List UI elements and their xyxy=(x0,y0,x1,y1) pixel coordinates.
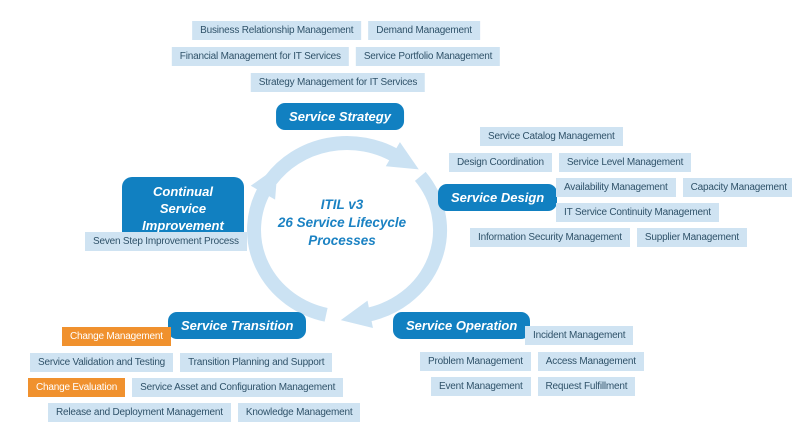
transition-row-3: Change Evaluation Service Asset and Conf… xyxy=(28,378,344,397)
transition-row-1: Change Management xyxy=(62,327,171,346)
operation-row-1: Incident Management xyxy=(525,326,634,345)
process-box-incident-management: Incident Management xyxy=(525,326,634,345)
design-row-1: Service Catalog Management xyxy=(480,127,623,146)
process-box-event-management: Event Management xyxy=(431,377,531,396)
design-row-3: Availability Management Capacity Managem… xyxy=(556,178,792,197)
process-box-service-catalog-management: Service Catalog Management xyxy=(480,127,623,146)
transition-row-4: Release and Deployment Management Knowle… xyxy=(48,403,361,422)
phase-title-service-design: Service Design xyxy=(438,184,558,211)
process-box-capacity-management: Capacity Management xyxy=(682,178,792,197)
phase-title-service-transition: Service Transition xyxy=(168,312,307,339)
process-box-service-asset-and-configuration-management: Service Asset and Configuration Manageme… xyxy=(132,378,344,397)
strategy-row-3: Strategy Management for IT Services xyxy=(250,73,426,92)
process-box-financial-management-for-it-services: Financial Management for IT Services xyxy=(171,47,349,66)
csi-row-1: Seven Step Improvement Process xyxy=(85,232,247,251)
process-box-design-coordination: Design Coordination xyxy=(449,153,552,172)
strategy-row-1: Business Relationship Management Demand … xyxy=(192,21,480,40)
process-box-problem-management: Problem Management xyxy=(420,352,531,371)
process-box-supplier-management: Supplier Management xyxy=(636,228,747,247)
process-box-change-evaluation: Change Evaluation xyxy=(28,378,126,397)
process-box-strategy-management-for-it-services: Strategy Management for IT Services xyxy=(250,73,426,92)
cycle-arrow-right xyxy=(340,171,448,329)
cycle-arrow-top xyxy=(265,136,419,185)
operation-row-2: Problem Management Access Management xyxy=(420,352,644,371)
process-box-service-level-management: Service Level Management xyxy=(558,153,692,172)
center-title-line2: 26 Service Lifecycle Processes xyxy=(277,215,407,249)
process-box-request-fulfillment: Request Fulfillment xyxy=(537,377,636,396)
process-box-access-management: Access Management xyxy=(537,352,644,371)
process-box-it-service-continuity-management: IT Service Continuity Management xyxy=(556,203,719,222)
design-row-4: IT Service Continuity Management xyxy=(556,203,719,222)
transition-row-2: Service Validation and Testing Transitio… xyxy=(30,353,333,372)
process-box-service-portfolio-management: Service Portfolio Management xyxy=(355,47,501,66)
strategy-row-2: Financial Management for IT Services Ser… xyxy=(171,47,501,66)
center-title-line1: ITIL v3 xyxy=(320,197,364,212)
phase-title-service-strategy: Service Strategy xyxy=(276,103,404,130)
process-box-release-and-deployment-management: Release and Deployment Management xyxy=(48,403,231,422)
cycle-arrow-left xyxy=(247,166,328,322)
phase-title-continual-service-improvement: Continual Service Improvement xyxy=(122,177,244,242)
design-row-5: Information Security Management Supplier… xyxy=(470,228,747,247)
process-box-information-security-management: Information Security Management xyxy=(470,228,630,247)
diagram-center-title: ITIL v3 26 Service Lifecycle Processes xyxy=(264,196,420,251)
process-box-transition-planning-and-support: Transition Planning and Support xyxy=(180,353,333,372)
process-box-seven-step-improvement-process: Seven Step Improvement Process xyxy=(85,232,247,251)
design-row-2: Design Coordination Service Level Manage… xyxy=(449,153,692,172)
process-box-availability-management: Availability Management xyxy=(556,178,676,197)
process-box-change-management: Change Management xyxy=(62,327,171,346)
process-box-service-validation-and-testing: Service Validation and Testing xyxy=(30,353,174,372)
process-box-knowledge-management: Knowledge Management xyxy=(237,403,361,422)
phase-title-service-operation: Service Operation xyxy=(393,312,531,339)
operation-row-3: Event Management Request Fulfillment xyxy=(431,377,636,396)
process-box-demand-management: Demand Management xyxy=(368,21,480,40)
process-box-business-relationship-management: Business Relationship Management xyxy=(192,21,362,40)
